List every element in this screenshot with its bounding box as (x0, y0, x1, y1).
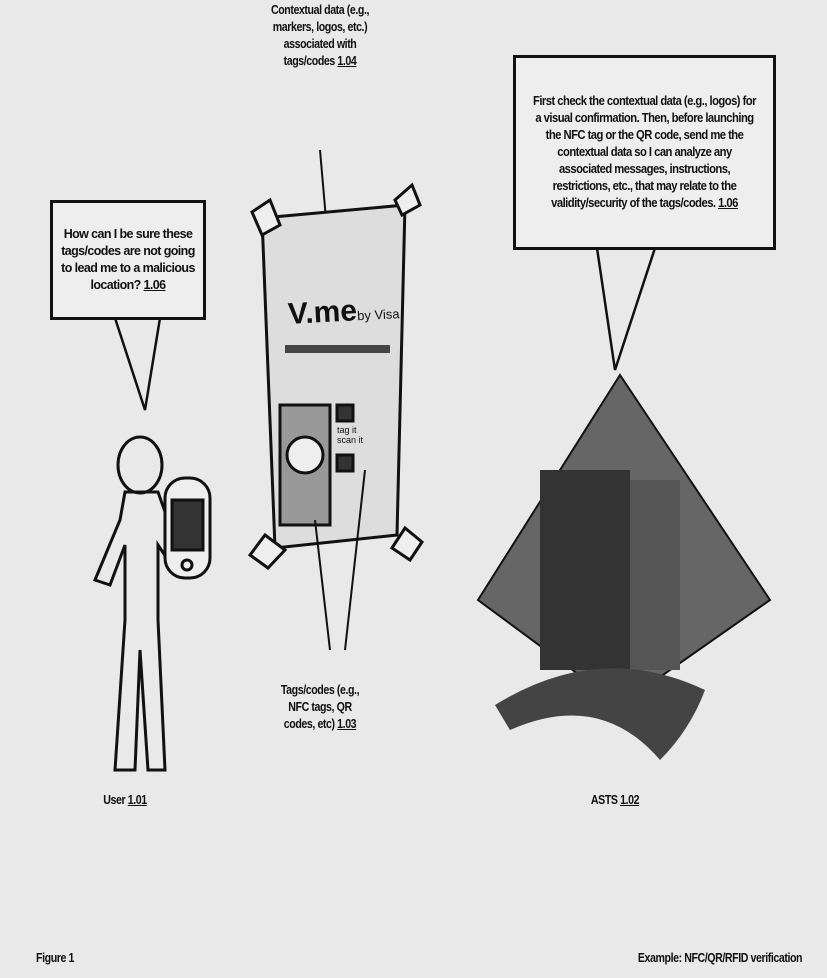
user-bubble-tail (113, 317, 162, 411)
figure-label: Figure 1 (36, 951, 74, 965)
poster-brand: V.meby Visa (287, 294, 400, 331)
example-label: Example: NFC/QR/RFID verification (637, 951, 803, 965)
asts-building-icon (476, 373, 772, 760)
contextual-data-label: Contextual data (e.g., markers, logos, e… (270, 3, 370, 68)
asts-speech-bubble: First check the contextual data (e.g., l… (513, 55, 776, 250)
asts-bubble-tail (595, 247, 657, 371)
poster (247, 182, 425, 570)
tags-codes-label: Tags/codes (e.g., NFC tags, QR codes, et… (280, 683, 360, 731)
poster-small-text: tag it scan it (337, 425, 364, 445)
user-label: User 1.01 (103, 793, 147, 807)
phone-icon (163, 476, 212, 580)
asts-label: ASTS 1.02 (590, 793, 640, 807)
user-speech-bubble: How can I be sure these tags/codes are n… (50, 200, 206, 320)
user-figure (92, 435, 177, 772)
